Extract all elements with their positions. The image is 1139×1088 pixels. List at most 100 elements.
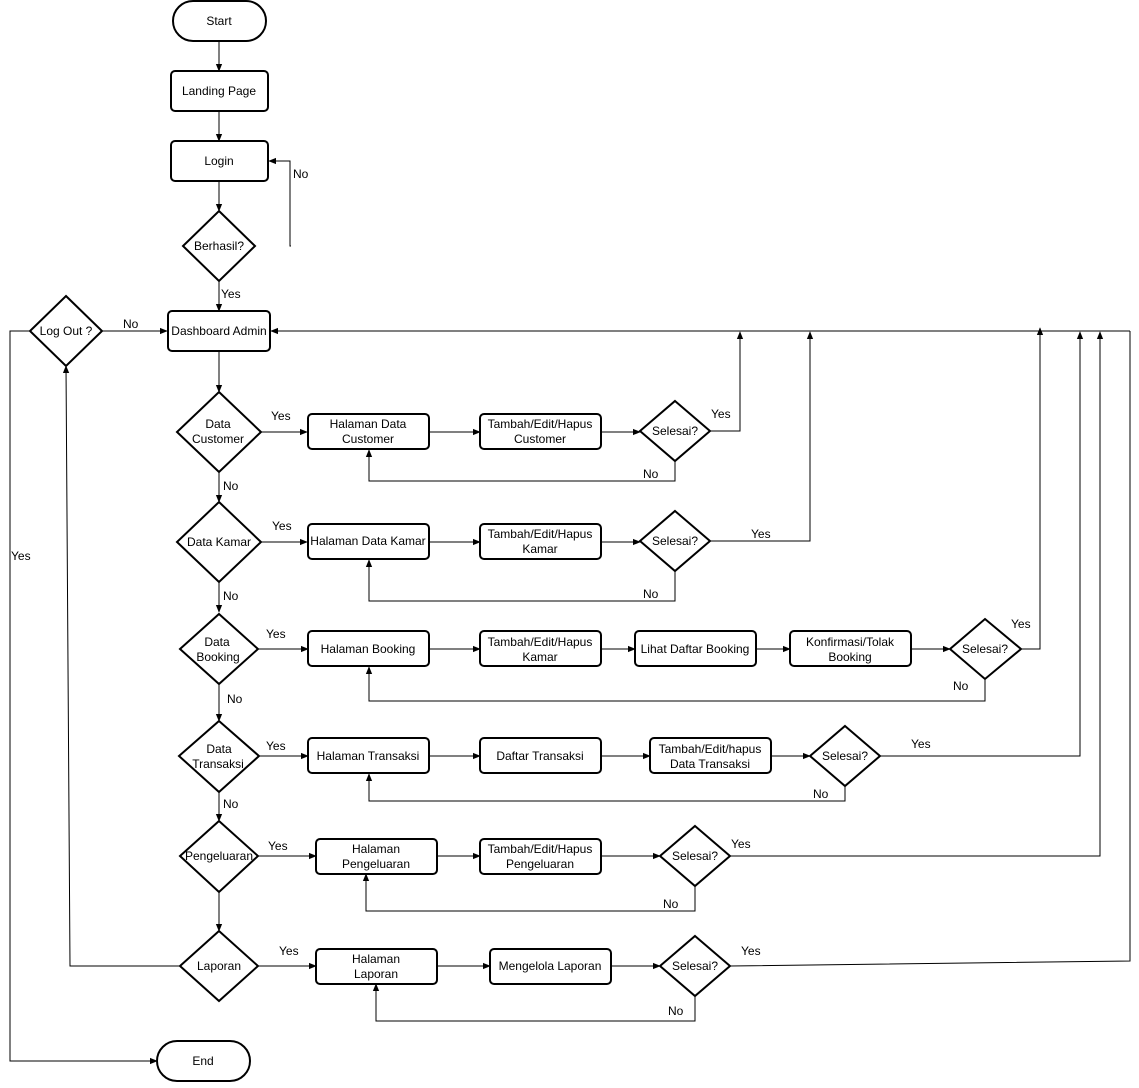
halaman-booking-label: Halaman Booking bbox=[321, 642, 416, 656]
start-label: Start bbox=[206, 14, 232, 28]
data-booking-label-1: Data bbox=[204, 635, 230, 649]
label-booking-yes: Yes bbox=[266, 627, 286, 641]
konfirmasi-booking-label-1: Konfirmasi/Tolak bbox=[806, 635, 895, 649]
selesai-kamar-label: Selesai? bbox=[652, 534, 698, 548]
label-login-no: No bbox=[293, 167, 309, 181]
selesai-booking-decision: Selesai? bbox=[948, 617, 1023, 681]
label-kamar-yes: Yes bbox=[272, 519, 292, 533]
label-sel-customer-yes: Yes bbox=[711, 407, 731, 421]
label-logout-yes: Yes bbox=[11, 549, 31, 563]
logout-label: Log Out ? bbox=[40, 324, 93, 338]
data-booking-label-2: Booking bbox=[196, 650, 239, 664]
edge-selesai-customer-no bbox=[365, 449, 676, 482]
edge-selesai-booking-no bbox=[365, 666, 986, 702]
label-sel-pengeluaran-yes: Yes bbox=[731, 837, 751, 851]
edge-labels: No Yes No Yes Yes No Yes No Yes No Yes N… bbox=[11, 167, 1031, 1018]
selesai-customer-decision: Selesai? bbox=[638, 399, 712, 463]
crud-booking-node: Tambah/Edit/Hapus Kamar bbox=[479, 630, 602, 667]
mengelola-laporan-node: Mengelola Laporan bbox=[489, 948, 612, 985]
selesai-customer-label: Selesai? bbox=[652, 424, 698, 438]
data-transaksi-label-2: Transaksi bbox=[192, 757, 244, 771]
login-label: Login bbox=[204, 154, 233, 168]
konfirmasi-booking-node: Konfirmasi/Tolak Booking bbox=[789, 630, 912, 667]
crud-booking-label-1: Tambah/Edit/Hapus bbox=[488, 635, 593, 649]
halaman-customer-label-2: Customer bbox=[342, 432, 394, 446]
edge-selesai-kamar-no bbox=[365, 559, 676, 602]
daftar-transaksi-label: Daftar Transaksi bbox=[496, 749, 583, 763]
dashboard-label: Dashboard Admin bbox=[171, 324, 266, 338]
daftar-transaksi-node: Daftar Transaksi bbox=[479, 737, 602, 774]
label-kamar-no: No bbox=[223, 589, 239, 603]
halaman-laporan-label-1: Halaman bbox=[352, 952, 400, 966]
label-transaksi-yes: Yes bbox=[266, 739, 286, 753]
crud-transaksi-label-2: Data Transaksi bbox=[670, 757, 750, 771]
data-transaksi-decision: Data Transaksi bbox=[177, 719, 261, 794]
label-berhasil-yes: Yes bbox=[221, 287, 241, 301]
laporan-decision: Laporan bbox=[178, 929, 260, 1003]
crud-transaksi-node: Tambah/Edit/hapus Data Transaksi bbox=[649, 737, 772, 774]
halaman-pengeluaran-label-1: Halaman bbox=[352, 842, 400, 856]
label-sel-transaksi-no: No bbox=[813, 787, 829, 801]
crud-kamar-label-2: Kamar bbox=[522, 542, 557, 556]
edge-selesai-pengeluaran-no bbox=[362, 873, 696, 912]
edges bbox=[9, 41, 1131, 1065]
edge-laporan-to-logout bbox=[62, 365, 180, 967]
label-sel-transaksi-yes: Yes bbox=[911, 737, 931, 751]
crud-pengeluaran-label-1: Tambah/Edit/Hapus bbox=[488, 842, 593, 856]
crud-transaksi-label-1: Tambah/Edit/hapus bbox=[659, 742, 762, 756]
edge-selesai-kamar-yes bbox=[710, 331, 814, 542]
data-customer-decision: Data Customer bbox=[175, 390, 263, 474]
selesai-booking-label: Selesai? bbox=[962, 642, 1008, 656]
label-sel-pengeluaran-no: No bbox=[663, 897, 679, 911]
crud-kamar-node: Tambah/Edit/Hapus Kamar bbox=[479, 523, 602, 560]
selesai-kamar-decision: Selesai? bbox=[638, 509, 712, 573]
mengelola-laporan-label: Mengelola Laporan bbox=[499, 959, 602, 973]
selesai-laporan-decision: Selesai? bbox=[658, 934, 732, 998]
edge-selesai-laporan-no bbox=[372, 983, 696, 1022]
data-transaksi-label-1: Data bbox=[206, 742, 232, 756]
label-pengeluaran-yes: Yes bbox=[268, 839, 288, 853]
nodes: Start Landing Page Login Berhasil? Log O… bbox=[28, 0, 1023, 1082]
label-transaksi-no: No bbox=[223, 797, 239, 811]
edge-berhasil-no bbox=[268, 157, 291, 247]
edge-selesai-booking-yes bbox=[1021, 327, 1044, 650]
halaman-laporan-node: Halaman Laporan bbox=[315, 948, 438, 985]
data-kamar-decision: Data Kamar bbox=[175, 500, 263, 584]
end-label: End bbox=[192, 1054, 213, 1068]
label-logout-no: No bbox=[123, 317, 139, 331]
edge-selesai-pengeluaran-yes bbox=[730, 331, 1104, 857]
halaman-booking-node: Halaman Booking bbox=[307, 630, 430, 667]
dashboard-node: Dashboard Admin bbox=[167, 310, 271, 352]
berhasil-label: Berhasil? bbox=[194, 239, 244, 253]
crud-customer-label-2: Customer bbox=[514, 432, 566, 446]
konfirmasi-booking-label-2: Booking bbox=[828, 650, 871, 664]
lihat-booking-node: Lihat Daftar Booking bbox=[634, 630, 757, 667]
halaman-laporan-label-2: Laporan bbox=[354, 967, 398, 981]
selesai-transaksi-decision: Selesai? bbox=[808, 724, 882, 788]
label-laporan-yes: Yes bbox=[279, 944, 299, 958]
edge-selesai-laporan-yes bbox=[729, 331, 1131, 967]
label-sel-laporan-no: No bbox=[668, 1004, 684, 1018]
landing-page-label: Landing Page bbox=[182, 84, 256, 98]
selesai-pengeluaran-decision: Selesai? bbox=[658, 824, 732, 888]
crud-booking-label-2: Kamar bbox=[522, 650, 557, 664]
data-customer-label-2: Customer bbox=[192, 432, 244, 446]
selesai-pengeluaran-label: Selesai? bbox=[672, 849, 718, 863]
crud-pengeluaran-label-2: Pengeluaran bbox=[506, 857, 574, 871]
halaman-transaksi-node: Halaman Transaksi bbox=[307, 737, 430, 774]
edge-logout-yes bbox=[9, 330, 158, 1065]
landing-page-node: Landing Page bbox=[170, 70, 269, 112]
crud-pengeluaran-node: Tambah/Edit/Hapus Pengeluaran bbox=[479, 838, 602, 875]
edge-selesai-transaksi-yes bbox=[880, 331, 1084, 757]
halaman-pengeluaran-node: Halaman Pengeluaran bbox=[315, 838, 438, 875]
halaman-pengeluaran-label-2: Pengeluaran bbox=[342, 857, 410, 871]
end-terminal: End bbox=[156, 1040, 251, 1082]
label-sel-kamar-yes: Yes bbox=[751, 527, 771, 541]
crud-customer-node: Tambah/Edit/Hapus Customer bbox=[479, 413, 602, 450]
label-sel-kamar-no: No bbox=[643, 587, 659, 601]
label-sel-laporan-yes: Yes bbox=[741, 944, 761, 958]
data-kamar-label: Data Kamar bbox=[187, 535, 251, 549]
logout-decision: Log Out ? bbox=[28, 294, 104, 368]
